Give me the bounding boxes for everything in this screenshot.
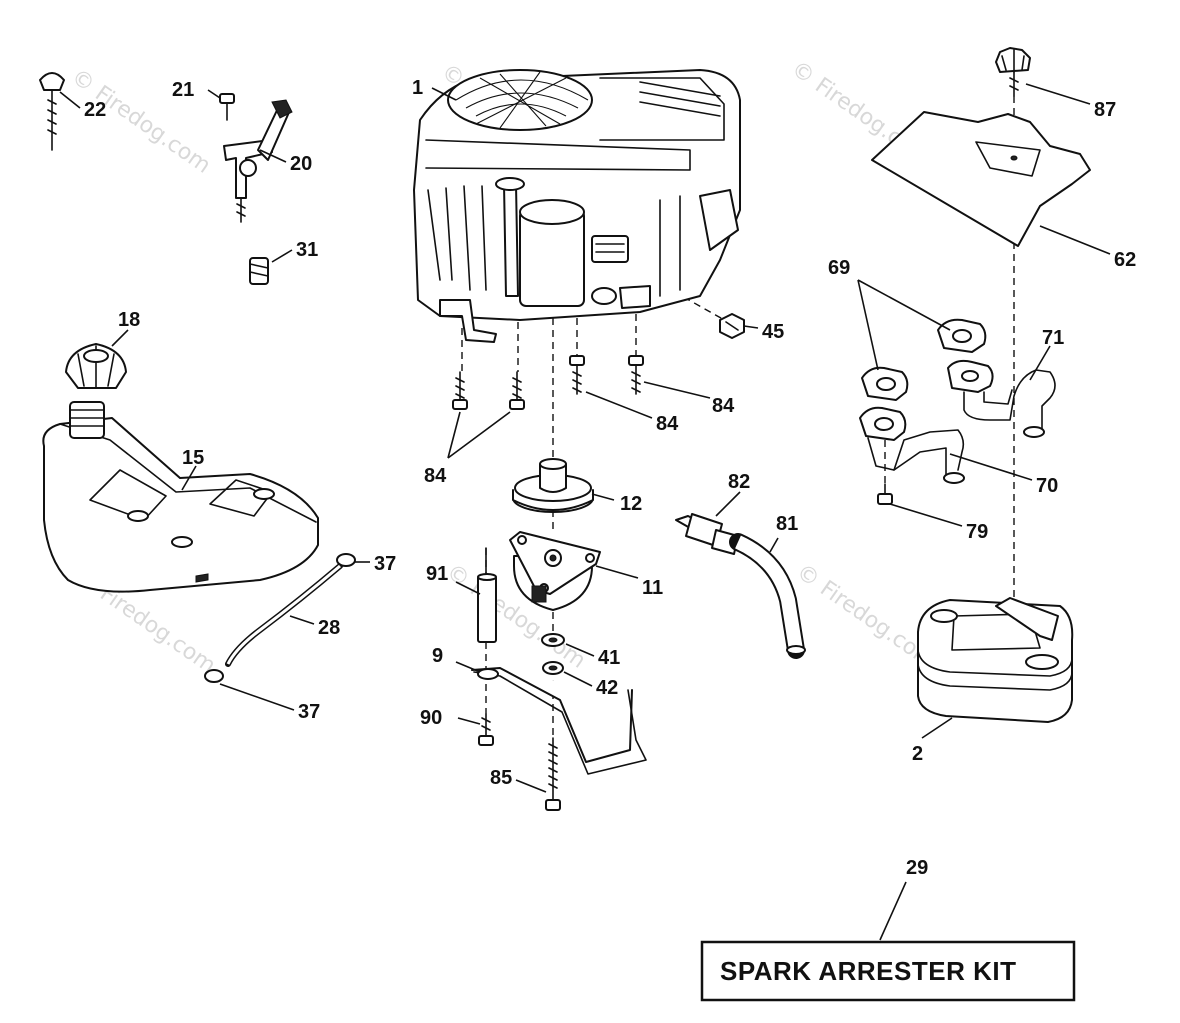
- gaskets-69: [861, 318, 987, 401]
- part-label-84-left: 84: [424, 465, 447, 487]
- part-label-41: 41: [598, 647, 620, 669]
- exhaust-pipe-71: [947, 359, 1056, 438]
- part-label-69: 69: [828, 257, 850, 279]
- throttle-bracket-20: [223, 99, 293, 223]
- part-label-42: 42: [596, 677, 618, 699]
- knob-22: [39, 72, 65, 151]
- part-label-79: 79: [966, 521, 988, 543]
- part-label-81: 81: [776, 513, 798, 535]
- bolt-79: [877, 483, 893, 505]
- part-label-15: 15: [182, 447, 204, 469]
- part-label-22: 22: [84, 99, 106, 121]
- bolt: [452, 371, 468, 410]
- fuel-cap-18: [65, 343, 127, 389]
- leader-lines: [59, 83, 1111, 941]
- fuel-line-28: [204, 553, 356, 683]
- part-label-12: 12: [620, 493, 642, 515]
- engine-1: [413, 69, 741, 343]
- part-label-1: 1: [412, 77, 423, 99]
- fuel-filter-82: [675, 513, 739, 555]
- screw-21: [219, 93, 235, 121]
- part-label-90: 90: [420, 707, 442, 729]
- part-label-85: 85: [490, 767, 512, 789]
- fuel-tank-15: [42, 401, 319, 593]
- spark-arrester-kit-label: SPARK ARRESTER KIT: [720, 956, 1016, 986]
- washers: [541, 633, 565, 675]
- nut-45: [719, 313, 745, 339]
- bolts-84: [452, 355, 644, 410]
- knob-87: [995, 47, 1031, 97]
- bolt: [628, 355, 644, 395]
- exhaust-pipe-70: [859, 406, 965, 484]
- part-label-45: 45: [762, 321, 784, 343]
- bolt-90: [478, 713, 494, 746]
- part-label-21: 21: [172, 79, 194, 101]
- part-label-37-top: 37: [374, 553, 396, 575]
- part-label-20: 20: [290, 153, 312, 175]
- part-label-91: 91: [426, 563, 448, 585]
- part-label-31: 31: [296, 239, 318, 261]
- bolt-85: [545, 737, 561, 811]
- spark-arrester-kit-box: SPARK ARRESTER KIT: [700, 940, 1076, 1002]
- part-label-87: 87: [1094, 99, 1116, 121]
- part-label-62: 62: [1114, 249, 1136, 271]
- pto-clutch-11: [509, 531, 601, 611]
- part-label-84-right: 84: [712, 395, 735, 417]
- pulley-12: [512, 458, 594, 513]
- part-label-70: 70: [1036, 475, 1058, 497]
- part-labels: 1 2 9 11 12 15 18 20 21 22 28 29 31 37 3…: [84, 77, 1136, 879]
- part-label-18: 18: [118, 309, 140, 331]
- muffler-2: [917, 597, 1074, 723]
- part-label-37-bottom: 37: [298, 701, 320, 723]
- heat-shield-62: [871, 111, 1091, 247]
- bolt: [569, 355, 585, 395]
- part-label-28: 28: [318, 617, 340, 639]
- part-label-71: 71: [1042, 327, 1064, 349]
- bracket-rod-9: [471, 667, 647, 775]
- part-label-11: 11: [642, 577, 663, 599]
- part-label-29: 29: [906, 857, 928, 879]
- part-label-9: 9: [432, 645, 443, 667]
- nut-31: [249, 257, 269, 285]
- bolt: [509, 371, 525, 410]
- fuel-hose-81: [729, 533, 806, 659]
- part-label-2: 2: [912, 743, 923, 765]
- part-label-82: 82: [728, 471, 750, 493]
- spacer-91: [477, 547, 497, 643]
- part-label-84-middle: 84: [656, 413, 679, 435]
